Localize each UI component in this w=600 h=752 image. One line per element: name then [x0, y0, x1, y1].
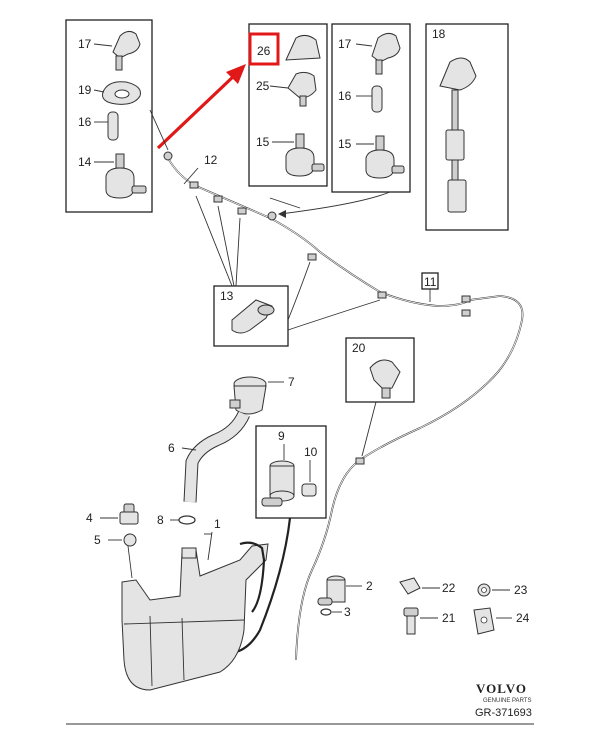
seal-part-8	[178, 515, 196, 525]
clip-nut-part-24	[473, 607, 495, 635]
label-15-box3: 15	[338, 137, 352, 151]
label-1: 1	[214, 517, 221, 531]
washer-part-23	[477, 583, 491, 597]
label-2: 2	[366, 579, 373, 593]
box-part-20: 20	[345, 337, 415, 457]
bolt-part-22	[399, 577, 421, 595]
grommet-part-5	[123, 533, 137, 547]
label-16: 16	[78, 115, 92, 129]
brand-tagline: GENUINE PARTS	[483, 698, 531, 704]
label-23: 23	[514, 583, 528, 597]
label-8: 8	[157, 513, 164, 527]
label-25: 25	[256, 79, 270, 93]
label-15-box2: 15	[256, 135, 270, 149]
label-11-group: 11	[421, 272, 439, 302]
label-10: 10	[304, 445, 318, 459]
valve-part-15-box3	[365, 135, 405, 179]
label-12: 12	[204, 153, 218, 167]
label-17-box3: 17	[338, 37, 352, 51]
clip-part-13	[231, 299, 275, 334]
label-6: 6	[168, 441, 175, 455]
label-5: 5	[94, 533, 101, 547]
hose-part-16	[107, 111, 119, 141]
label-20: 20	[352, 341, 366, 355]
label-3: 3	[344, 605, 351, 619]
brand-block: VOLVO GENUINE PARTS GR-371693	[475, 681, 532, 719]
box-heated-nozzle-18: 18	[425, 23, 509, 231]
reservoir-tank-part-1	[121, 541, 269, 691]
box-nozzle-assembly-3: 17 16 15	[331, 23, 411, 193]
label-26: 26	[257, 44, 271, 58]
brand-name: VOLVO	[476, 681, 527, 696]
filler-neck-part-7	[229, 376, 267, 415]
hose-routing-12	[149, 109, 524, 661]
nozzle-part-25	[287, 71, 317, 107]
level-sensor-part-4	[119, 503, 139, 525]
cap-part-26	[285, 34, 321, 61]
valve-part-14	[105, 153, 147, 199]
pump-part-9	[261, 460, 295, 507]
label-13: 13	[220, 289, 234, 303]
box-pump-9-10: 9 10	[235, 425, 327, 654]
filler-hose-part-6	[183, 411, 250, 503]
label-21: 21	[442, 611, 456, 625]
label-22: 22	[442, 581, 456, 595]
label-7: 7	[288, 375, 295, 389]
highlight-marker	[156, 32, 280, 150]
seal-part-3	[320, 608, 332, 616]
label-14: 14	[78, 155, 92, 169]
label-4: 4	[86, 511, 93, 525]
pump-part-2	[317, 575, 346, 606]
box-nozzle-assembly-2: 26 25 15	[248, 23, 328, 187]
label-17: 17	[78, 37, 92, 51]
label-16-box3: 16	[338, 89, 352, 103]
valve-part-15-box2	[285, 133, 325, 177]
box-clip-13: 13	[195, 195, 381, 347]
hose-part-16-box3	[371, 85, 383, 113]
seal-part-10	[301, 483, 317, 497]
seal-part-19	[102, 81, 141, 105]
label-19: 19	[78, 83, 92, 97]
label-18: 18	[432, 27, 446, 41]
nozzle-part-17-box3	[371, 32, 401, 75]
label-11: 11	[424, 275, 437, 289]
heated-nozzle-part-18	[439, 57, 477, 213]
bolt-part-21	[403, 607, 419, 635]
diagram-code: GR-371693	[475, 707, 532, 719]
box-nozzle-assembly-1: 17 19 16 14	[65, 19, 153, 213]
clip-part-20	[369, 359, 401, 399]
label-9: 9	[278, 429, 285, 443]
label-24: 24	[516, 611, 530, 625]
nozzle-part-17	[112, 30, 141, 71]
